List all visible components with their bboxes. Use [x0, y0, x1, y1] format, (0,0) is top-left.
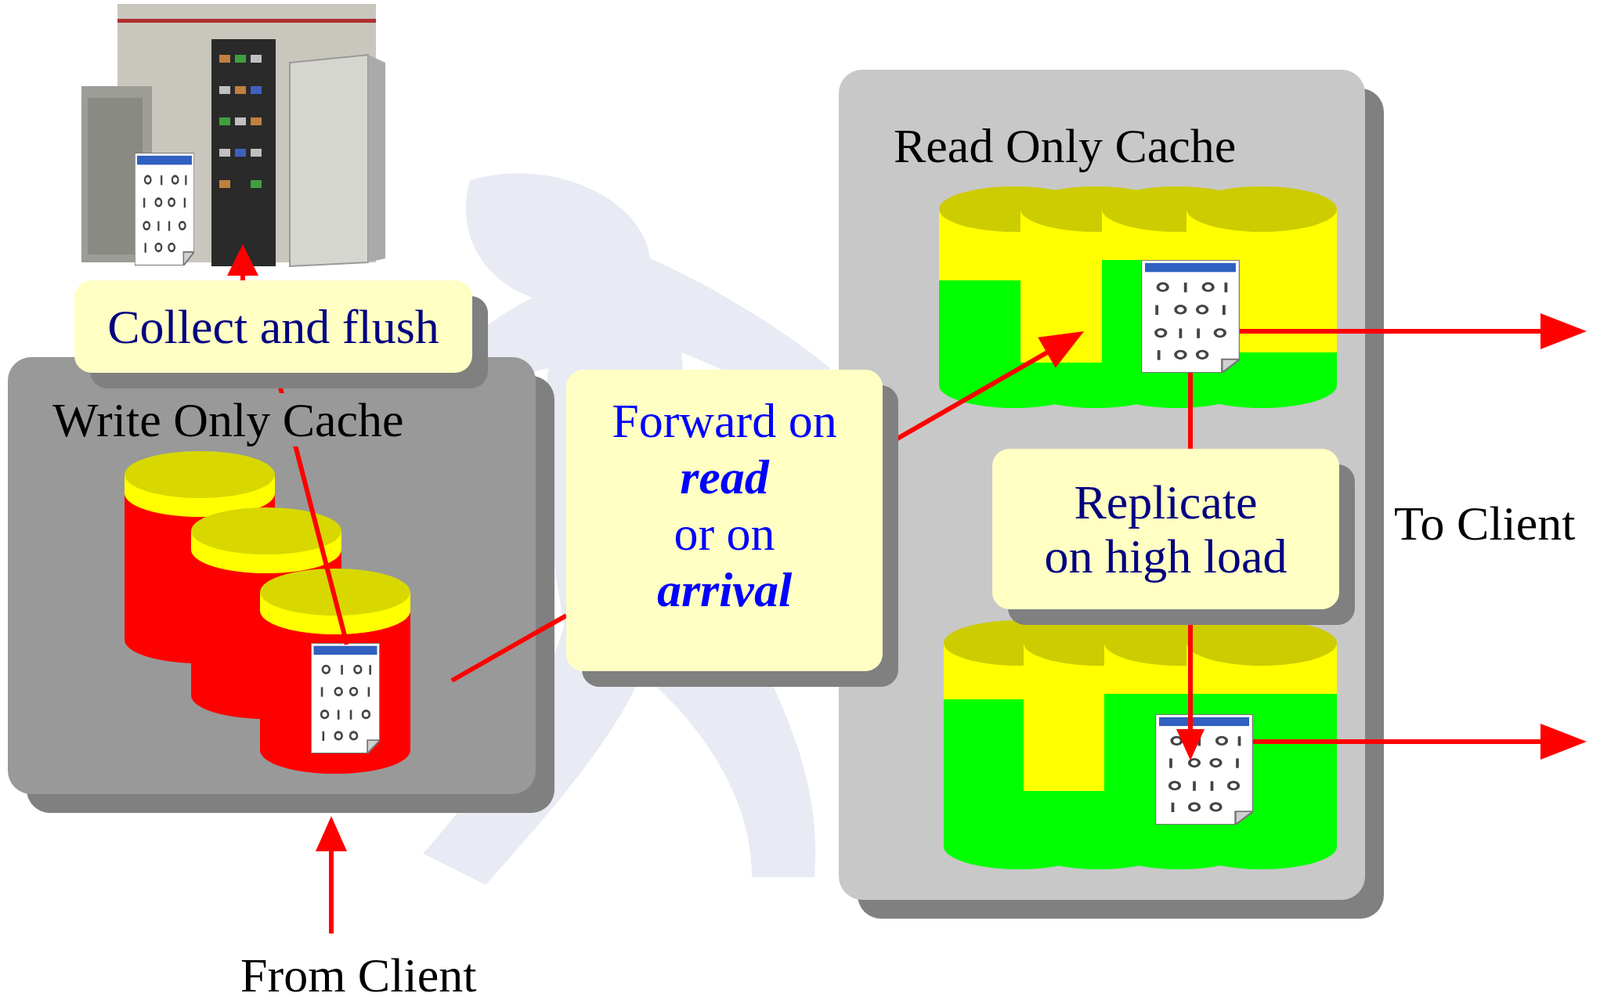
door-light — [250, 54, 262, 63]
document-icon — [310, 642, 380, 754]
arrow-head — [1176, 729, 1205, 761]
cabinet-left-face — [87, 97, 143, 255]
connector-line — [882, 350, 1051, 448]
box-text: read — [679, 448, 770, 506]
cabinet-right-side — [368, 54, 386, 263]
box-text: Collect and flush — [107, 299, 440, 354]
panel-title: Write Only Cache — [50, 393, 406, 447]
forward-line-start — [451, 632, 536, 681]
door-lights — [219, 54, 262, 188]
door-light — [250, 117, 262, 126]
write-cache-panel — [7, 357, 536, 795]
cylinder-top — [1186, 186, 1337, 232]
cylinder-top — [1186, 620, 1337, 666]
arrow-head — [1540, 723, 1587, 760]
cabinet-stripe — [117, 18, 376, 23]
cylinder-top — [124, 451, 275, 499]
cylinder-bottom — [1186, 823, 1337, 870]
arrow-head — [1037, 331, 1084, 369]
arrow-connector — [882, 331, 1084, 448]
document-icon — [134, 152, 195, 266]
client-label: From Client — [240, 950, 477, 1000]
process-box: Collect and flush — [74, 280, 473, 373]
box-text: or on — [673, 505, 775, 562]
door-light — [219, 148, 231, 157]
door-light — [234, 86, 246, 94]
door-light — [250, 180, 262, 188]
door-light — [219, 86, 231, 94]
client-label: To Client — [1394, 498, 1576, 548]
client-in-shaft — [328, 848, 334, 934]
arrow-head — [227, 244, 259, 276]
box-text: Replicate on high load — [1044, 475, 1288, 584]
client-out-shaft — [1239, 328, 1545, 334]
cabinet-right — [289, 54, 369, 267]
door-light — [250, 86, 262, 94]
process-box: Forward onreador onarrival — [566, 369, 883, 672]
panel-title: Read Only Cache — [893, 119, 1236, 173]
door-light — [234, 148, 246, 157]
arrow-head — [1540, 313, 1587, 350]
arrow-connector — [535, 615, 567, 633]
cabinet-door — [211, 39, 276, 267]
door-light — [219, 117, 231, 126]
cache-panel: Write Only Cache — [7, 357, 536, 795]
document-icon — [1155, 714, 1254, 825]
cache-panel: Read Only CacheReplicate on high load — [838, 69, 1366, 900]
arrow-head — [315, 816, 347, 852]
process-box: Replicate on high load — [992, 448, 1340, 610]
door-light — [250, 148, 262, 157]
document-icon — [1141, 260, 1240, 373]
connector-line — [535, 615, 567, 633]
door-light — [219, 180, 231, 188]
mainframe-computer — [81, 3, 386, 267]
box-text: Forward on — [611, 392, 838, 449]
replicate-arrow-shaft — [1188, 595, 1193, 733]
door-light — [234, 54, 246, 63]
read-cache-panel — [838, 69, 1366, 900]
door-light — [219, 54, 231, 63]
door-light — [234, 117, 246, 126]
client-out-shaft — [1253, 739, 1545, 745]
box-text: arrival — [657, 561, 792, 618]
